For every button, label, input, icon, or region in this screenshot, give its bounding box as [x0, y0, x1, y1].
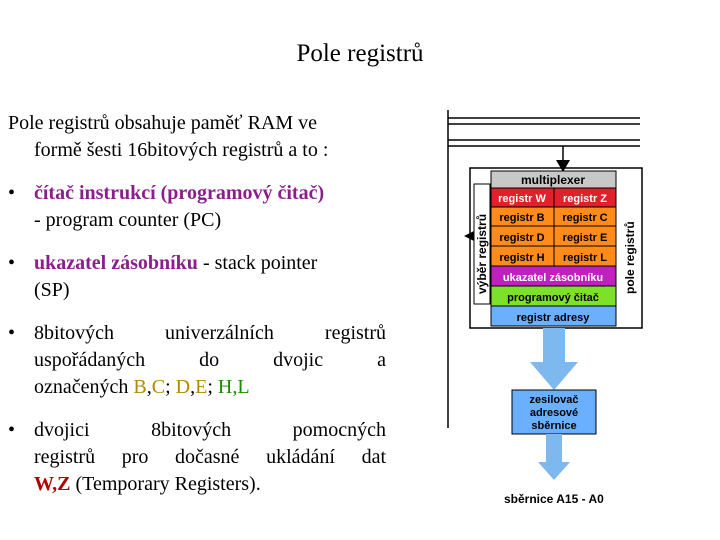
input-bus-lines — [448, 117, 640, 162]
bullet-item-temporary-registers: • dvojici 8bitových pomocných registrů p… — [8, 417, 386, 498]
register-b-label: registr B — [499, 212, 544, 224]
register-c-label: registr C — [562, 212, 607, 224]
bullet-item-stack-pointer: • ukazatel zásobníku - stack pointer (SP… — [8, 250, 386, 304]
bullet-dot: • — [8, 252, 16, 274]
program-counter-term: čítač instrukcí (programový čitač) — [34, 182, 325, 204]
reg-b-name: B — [133, 376, 147, 398]
universal-line-1: 8bitových univerzálních registrů — [34, 322, 386, 344]
reg-d-name: D — [175, 376, 191, 398]
bullet-dot: • — [8, 419, 16, 441]
reg-e-name: E — [195, 376, 208, 398]
program-counter-label: programový čitač — [507, 292, 599, 304]
register-d-label: registr D — [499, 232, 544, 244]
temporary-line-2: registrů pro dočasné ukládání dat — [34, 446, 386, 468]
register-e-label: registr E — [563, 232, 608, 244]
amplifier-line-1: zesilovač — [530, 394, 579, 406]
temporary-line-1: dvojici 8bitových pomocných — [34, 419, 386, 441]
register-w-label: registr W — [498, 193, 546, 205]
slide-text: Pole registrů obsahuje paměť RAM ve form… — [8, 110, 386, 498]
temporary-line-3: W,Z (Temporary Registers). — [34, 473, 261, 495]
reg-wz-name: W,Z — [34, 473, 71, 495]
address-bus-label: sběrnice A15 - A0 — [504, 492, 604, 506]
bullet-item-program-counter: • čítač instrukcí (programový čitač) - p… — [8, 180, 386, 234]
multiplexer-label: multiplexer — [521, 173, 585, 187]
slide-title: Pole registrů — [296, 40, 424, 67]
register-z-label: registr Z — [563, 193, 607, 205]
amplifier-line-2: adresové — [530, 407, 578, 419]
bullet-dot: • — [8, 182, 16, 204]
amplifier-line-3: sběrnice — [531, 420, 576, 432]
register-select-label: výběr registrů — [475, 214, 489, 294]
stack-pointer-abbrev: (SP) — [34, 279, 70, 301]
reg-c-name: C — [151, 376, 166, 398]
intro-line-1: Pole registrů obsahuje paměť RAM ve — [8, 112, 318, 134]
register-select-box — [473, 183, 491, 305]
select-arrow-icon — [464, 231, 474, 241]
universal-line-3: označených B,C; D,E; H,L — [34, 376, 250, 398]
universal-line-2: uspořádaných do dvojic a — [34, 349, 386, 371]
reg-hl-name: H,L — [217, 376, 250, 398]
register-l-label: registr L — [563, 252, 607, 264]
program-counter-desc: - program counter (PC) — [34, 209, 222, 231]
address-arrow-icon — [530, 328, 578, 390]
register-h-label: registr H — [499, 252, 544, 264]
intro-line-2: formě šesti 16bitových registrů a to : — [34, 139, 329, 161]
stack-pointer-label: ukazatel zásobníku — [503, 272, 603, 284]
stack-pointer-term: ukazatel zásobníku — [34, 252, 198, 274]
bus-arrow-icon — [538, 434, 570, 480]
bullet-item-universal-registers: • 8bitových univerzálních registrů uspoř… — [8, 320, 386, 401]
register-array-label: pole registrů — [623, 221, 637, 294]
bullet-dot: • — [8, 322, 16, 344]
stack-pointer-desc: - stack pointer — [197, 252, 318, 274]
address-amplifier-box — [511, 389, 597, 435]
address-register-label: registr adresy — [517, 312, 591, 324]
address-register-box — [490, 305, 617, 327]
arrow-down-icon — [556, 160, 570, 172]
